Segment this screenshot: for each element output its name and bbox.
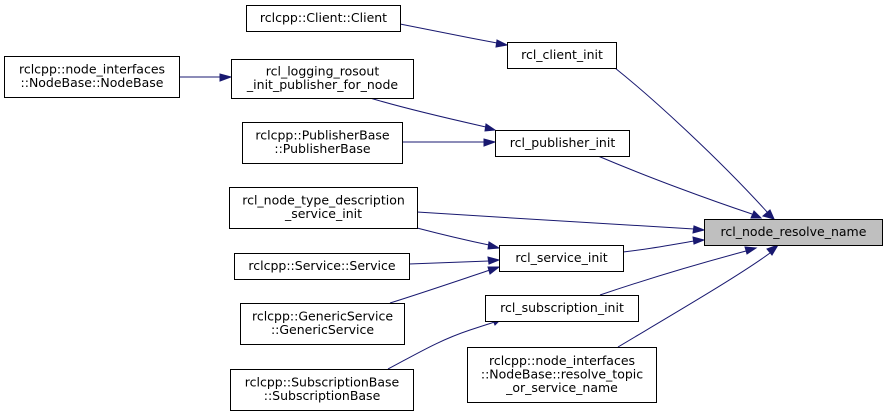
nodes-layer: rcl_node_resolve_name rcl_client_init rcl_… [4, 5, 883, 411]
node-label-line: rcl_publisher_init [510, 135, 616, 150]
edge-arrowhead [219, 73, 233, 82]
node-box[interactable] [507, 42, 617, 69]
edge-arrowhead [484, 123, 497, 132]
node-box[interactable] [4, 56, 180, 98]
edge-arrowhead [692, 225, 706, 234]
edge-service_ctor-to-service_init [408, 256, 501, 265]
edge-arrowhead [744, 246, 758, 255]
node-client-init[interactable]: rcl_client_init [507, 42, 617, 69]
edge-line [599, 250, 747, 296]
node-label-line: rclcpp::Service::Service [248, 258, 396, 273]
node-client-ctor[interactable]: rclcpp::Client::Client [246, 5, 401, 32]
node-box[interactable] [242, 122, 403, 164]
edge-arrowhead [761, 209, 775, 220]
node-label-line: rcl_service_init [515, 250, 607, 265]
node-label-line: ::NodeBase::NodeBase [21, 75, 164, 90]
node-resolve-topic[interactable]: rclcpp::node_interfaces::NodeBase::resol… [467, 347, 657, 403]
node-box[interactable] [231, 59, 414, 99]
node-label-line: ::SubscriptionBase [264, 388, 381, 403]
node-service-ctor[interactable]: rclcpp::Service::Service [234, 253, 410, 280]
edge-line [387, 320, 496, 370]
edge-logging_rosout-to-publisher_init [369, 97, 497, 132]
node-nodebase-ctor[interactable]: rclcpp::node_interfaces::NodeBase::NodeB… [4, 56, 180, 98]
node-label-line: ::NodeBase::resolve_topic [481, 366, 643, 381]
node-label-line: rcl_client_init [521, 47, 603, 62]
edge-nodebase_ctor-to-logging_rosout [179, 73, 233, 82]
node-label-line: _or_service_name [505, 380, 618, 395]
node-box[interactable] [499, 245, 624, 272]
edge-client_ctor-to-client_init [399, 23, 509, 48]
node-resolve[interactable]: rcl_node_resolve_name [704, 219, 883, 246]
node-label-line: rclcpp::PublisherBase [255, 128, 390, 143]
node-box[interactable] [229, 187, 418, 229]
edge-service_init-to-resolve [622, 236, 706, 253]
node-label-line: ::PublisherBase [274, 141, 371, 156]
edge-subscription_init-to-resolve [599, 246, 758, 296]
edge-line [622, 240, 695, 253]
node-box[interactable] [246, 5, 401, 32]
node-genericservice-ctor[interactable]: rclcpp::GenericService::GenericService [240, 303, 405, 345]
edge-line [389, 269, 491, 304]
node-label-line: rcl_node_resolve_name [721, 224, 867, 239]
edge-arrowhead [487, 266, 501, 275]
node-publisher-init[interactable]: rcl_publisher_init [495, 130, 630, 157]
edge-line [416, 211, 695, 230]
node-logging-rosout[interactable]: rcl_logging_rosout_init_publisher_for_no… [231, 59, 414, 99]
node-service-init[interactable]: rcl_service_init [499, 245, 624, 272]
node-label-line: rcl_logging_rosout [266, 64, 380, 79]
edge-arrowhead [750, 210, 763, 219]
node-box[interactable] [495, 130, 630, 157]
edge-node_type_desc-to-resolve [416, 211, 706, 234]
node-label-line: rclcpp::node_interfaces [489, 353, 635, 368]
node-box[interactable] [467, 347, 657, 403]
node-label-line: rcl_node_type_description [242, 193, 405, 208]
edge-line [408, 260, 490, 265]
node-box[interactable] [485, 295, 639, 322]
edge-arrowhead [487, 256, 501, 265]
edge-arrowhead [766, 244, 780, 256]
node-subscription-init[interactable]: rcl_subscription_init [485, 295, 639, 322]
node-label-line: rclcpp::SubscriptionBase [245, 375, 400, 390]
edge-publisher_init-to-resolve [597, 155, 763, 219]
node-subscriptionbase-ctor[interactable]: rclcpp::SubscriptionBase::SubscriptionBa… [230, 369, 414, 411]
edges-layer [179, 23, 780, 370]
edge-arrowhead [692, 236, 706, 245]
edge-client_init-to-resolve [614, 67, 775, 220]
node-label-line: _init_publisher_for_node [246, 77, 398, 92]
node-box[interactable] [704, 219, 883, 246]
node-node-type-desc[interactable]: rcl_node_type_description_service_init [229, 187, 418, 229]
edge-line [597, 155, 753, 215]
edge-line [369, 97, 487, 128]
node-box[interactable] [240, 303, 405, 345]
node-label-line: rcl_subscription_init [500, 300, 624, 315]
node-label-line: rclcpp::GenericService [252, 309, 393, 324]
edge-line [614, 67, 769, 214]
node-label-line: ::GenericService [271, 322, 374, 337]
edge-genericservice_ctor-to-service_init [389, 266, 501, 304]
edge-line [617, 252, 771, 348]
edge-line [399, 23, 498, 44]
edge-node_type_desc-to-service_init [416, 227, 501, 250]
edge-line [416, 227, 490, 246]
node-box[interactable] [230, 369, 414, 411]
node-box[interactable] [234, 253, 410, 280]
node-publisherbase-ctor[interactable]: rclcpp::PublisherBase::PublisherBase [242, 122, 403, 164]
node-label-line: rclcpp::Client::Client [260, 10, 387, 25]
edge-arrowhead [495, 39, 509, 48]
edge-publisherbase_ctor-to-publisher_init [402, 138, 497, 147]
edge-resolve_topic-to-resolve [617, 244, 780, 348]
node-label-line: _service_init [284, 206, 362, 221]
edge-arrowhead [487, 241, 501, 250]
edge-arrowhead [483, 138, 497, 147]
node-label-line: rclcpp::node_interfaces [19, 62, 165, 77]
